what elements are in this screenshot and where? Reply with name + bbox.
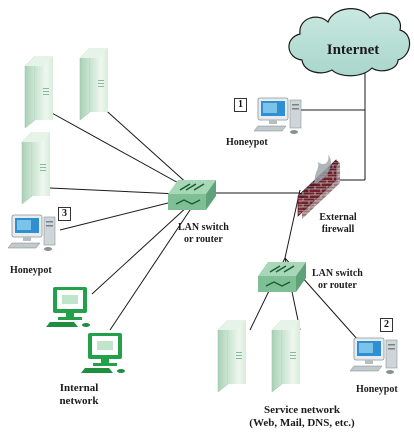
firewall-label: External firewall: [306, 212, 370, 236]
internal-network-label-line1: Internal: [59, 382, 99, 394]
lan-switch-service: [257, 261, 307, 293]
service-server-2: [271, 319, 301, 393]
internal-server-1: [79, 47, 109, 121]
honeypot-2-number: 2: [380, 318, 393, 332]
honeypot-1-number: 1: [234, 98, 247, 112]
firewall-label-line2: firewall: [321, 224, 355, 235]
service-network-label: Service network (Web, Mail, DNS, etc.): [232, 404, 372, 430]
internal-workstation-1: [46, 287, 90, 327]
internal-network-label-line2: network: [59, 395, 99, 407]
honeypot-2-computer: [349, 337, 398, 375]
lan-switch-main-label-line1: LAN switch: [178, 222, 229, 233]
lan-switch-main-label: LAN switch or router: [178, 222, 229, 246]
lan-switch-service-label-line2: or router: [318, 280, 357, 291]
service-server-1: [217, 319, 247, 393]
internal-server-3: [21, 131, 51, 205]
internet-cloud: [288, 8, 411, 77]
honeypot-1-label: Honeypot: [226, 137, 268, 148]
honeypot-1-computer: [253, 97, 302, 135]
honeypot-3-number: 3: [58, 207, 71, 221]
internal-server-2: [24, 55, 54, 129]
external-firewall: [297, 154, 340, 219]
internet-label: Internet: [326, 42, 380, 58]
internal-links: [49, 72, 366, 341]
internal-network-label: Internal network: [44, 382, 114, 408]
lan-switch-service-label: LAN switch or router: [312, 268, 363, 292]
lan-switch-main: [167, 179, 217, 211]
internal-workstation-2: [81, 333, 125, 373]
honeypot-2-label: Honeypot: [356, 384, 398, 395]
honeypot-3-computer: [7, 214, 56, 252]
honeypot-3-label: Honeypot: [10, 265, 52, 276]
firewall-label-line1: External: [319, 212, 357, 223]
lan-switch-main-label-line2: or router: [184, 234, 223, 245]
lan-switch-service-label-line1: LAN switch: [312, 268, 363, 279]
service-network-label-line2: (Web, Mail, DNS, etc.): [249, 417, 355, 429]
service-network-label-line1: Service network: [263, 404, 341, 416]
